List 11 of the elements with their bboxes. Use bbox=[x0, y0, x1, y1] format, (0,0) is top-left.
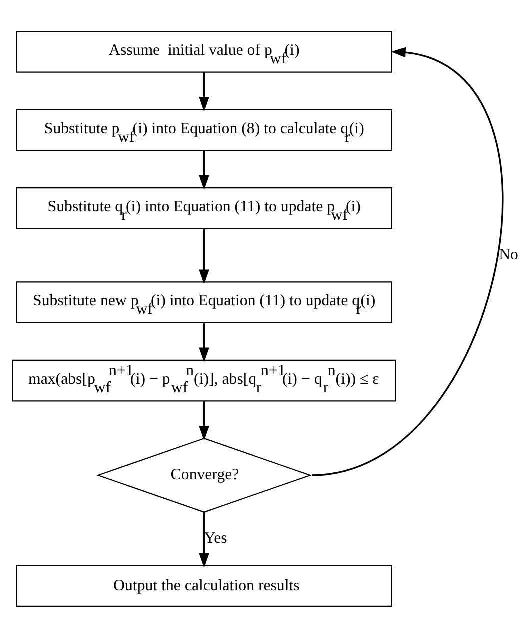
arrow bbox=[199, 401, 210, 440]
edge-label: No bbox=[499, 246, 518, 264]
arrow bbox=[199, 228, 210, 284]
edge-label: Yes bbox=[204, 530, 228, 547]
node-box: Output the calculation results bbox=[16, 564, 392, 607]
arrow bbox=[199, 322, 210, 362]
node-diamond: Converge? bbox=[96, 438, 312, 512]
arrow bbox=[199, 150, 210, 190]
arrow bbox=[312, 46, 504, 476]
arrow bbox=[199, 512, 210, 568]
arrow bbox=[199, 72, 210, 112]
